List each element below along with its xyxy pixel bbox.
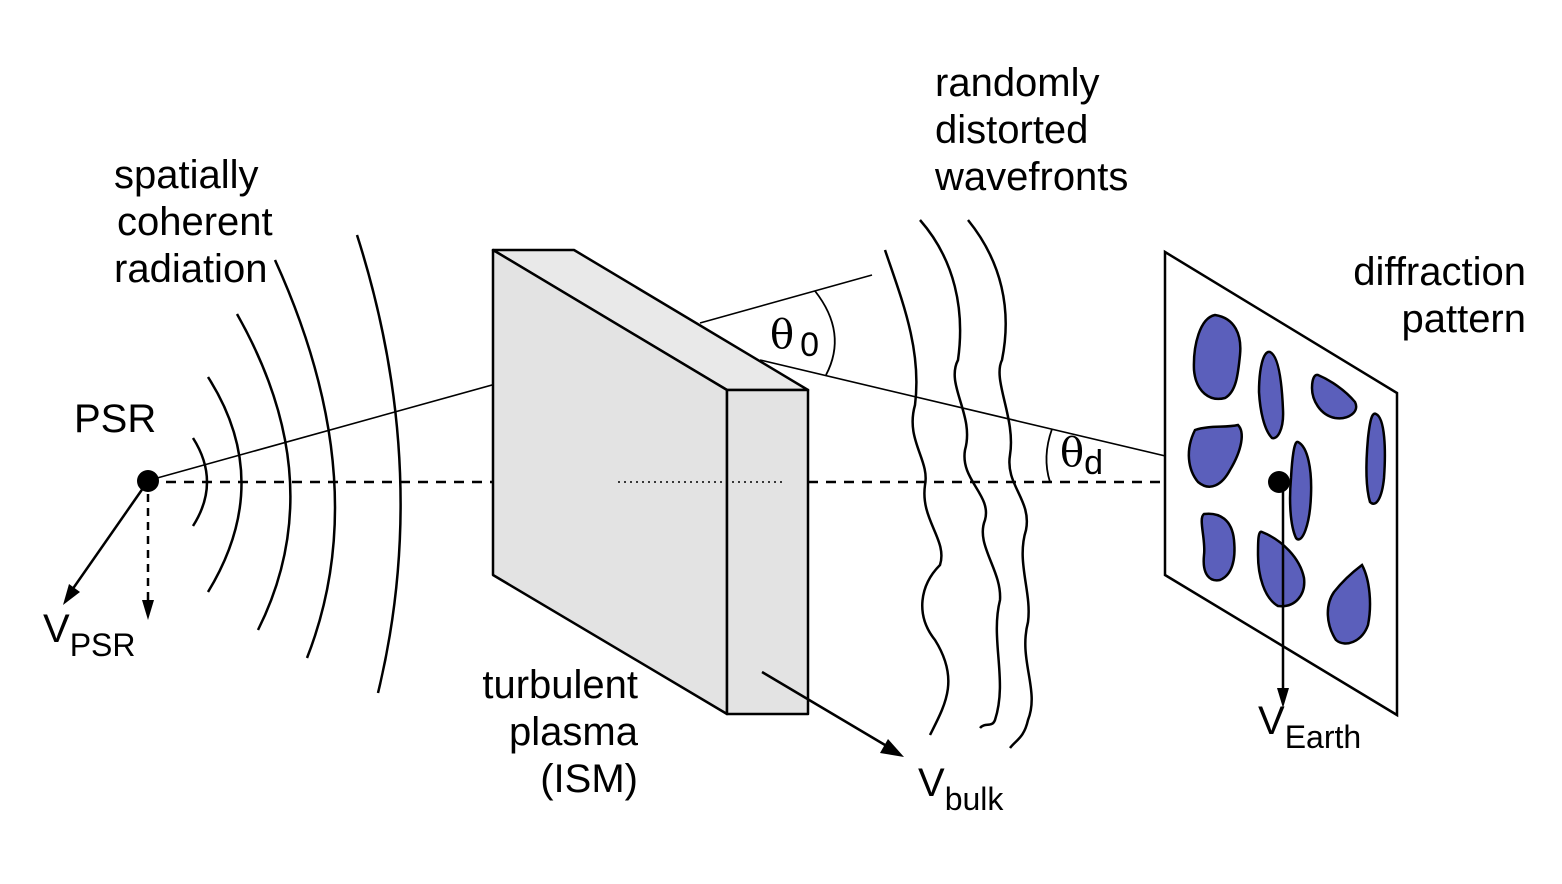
psr-label: PSR (74, 397, 157, 441)
thetad-subscript: d (1084, 444, 1104, 482)
plasma-line-3: (ISM) (540, 757, 638, 801)
turbulent-plasma-label: turbulent plasma (ISM) (446, 662, 638, 803)
diffraction-line-1: diffraction (1353, 250, 1526, 294)
coherent-wavefronts (191, 234, 402, 694)
distorted-wavefronts (883, 219, 1033, 749)
earth-dot (1268, 471, 1290, 493)
v-psr-subscript: PSR (69, 627, 136, 663)
earth-velocity-arrow (1277, 487, 1289, 708)
theta0-subscript: 0 (800, 326, 820, 364)
pulsar-velocity-arrow (63, 480, 150, 605)
v-symbol: V (43, 607, 70, 651)
theta0-arc (814, 290, 836, 376)
plasma-line-1: turbulent (482, 663, 638, 707)
v-earth-subscript: Earth (1284, 719, 1362, 755)
v-psr-label: VPSR (43, 606, 135, 663)
wavefronts-label: randomly distorted wavefronts (935, 60, 1128, 201)
v-earth-label: VEarth (1258, 698, 1361, 755)
theta-symbol: θ (1060, 430, 1085, 476)
diffraction-line-2: pattern (1401, 297, 1526, 341)
diffraction-pattern-label: diffraction pattern (1326, 249, 1526, 343)
wavefronts-line-3: wavefronts (935, 155, 1129, 199)
coherent-line-1: spatially (114, 153, 259, 197)
v-symbol: V (1258, 699, 1285, 743)
plasma-slab (491, 248, 810, 716)
v-bulk-subscript: bulk (944, 781, 1004, 817)
coherent-line-3: radiation (114, 247, 268, 291)
thetad-label: θd (1060, 430, 1104, 482)
plasma-line-2: plasma (509, 710, 638, 754)
coherent-radiation-label: spatially coherent radiation (114, 152, 273, 293)
bulk-velocity-arrow (761, 670, 904, 757)
v-symbol: V (918, 761, 945, 805)
wavefronts-line-2: distorted (935, 108, 1089, 152)
thetad-arc (1045, 428, 1053, 483)
diffraction-blobs (1187, 313, 1387, 645)
ray-theta0-reference (699, 274, 873, 324)
wavefronts-line-1: randomly (935, 61, 1100, 105)
theta-symbol: θ (770, 312, 795, 358)
v-bulk-label: Vbulk (918, 760, 1003, 817)
coherent-line-2: coherent (117, 200, 273, 244)
pulsar-velocity-projection-arrow (142, 494, 154, 620)
